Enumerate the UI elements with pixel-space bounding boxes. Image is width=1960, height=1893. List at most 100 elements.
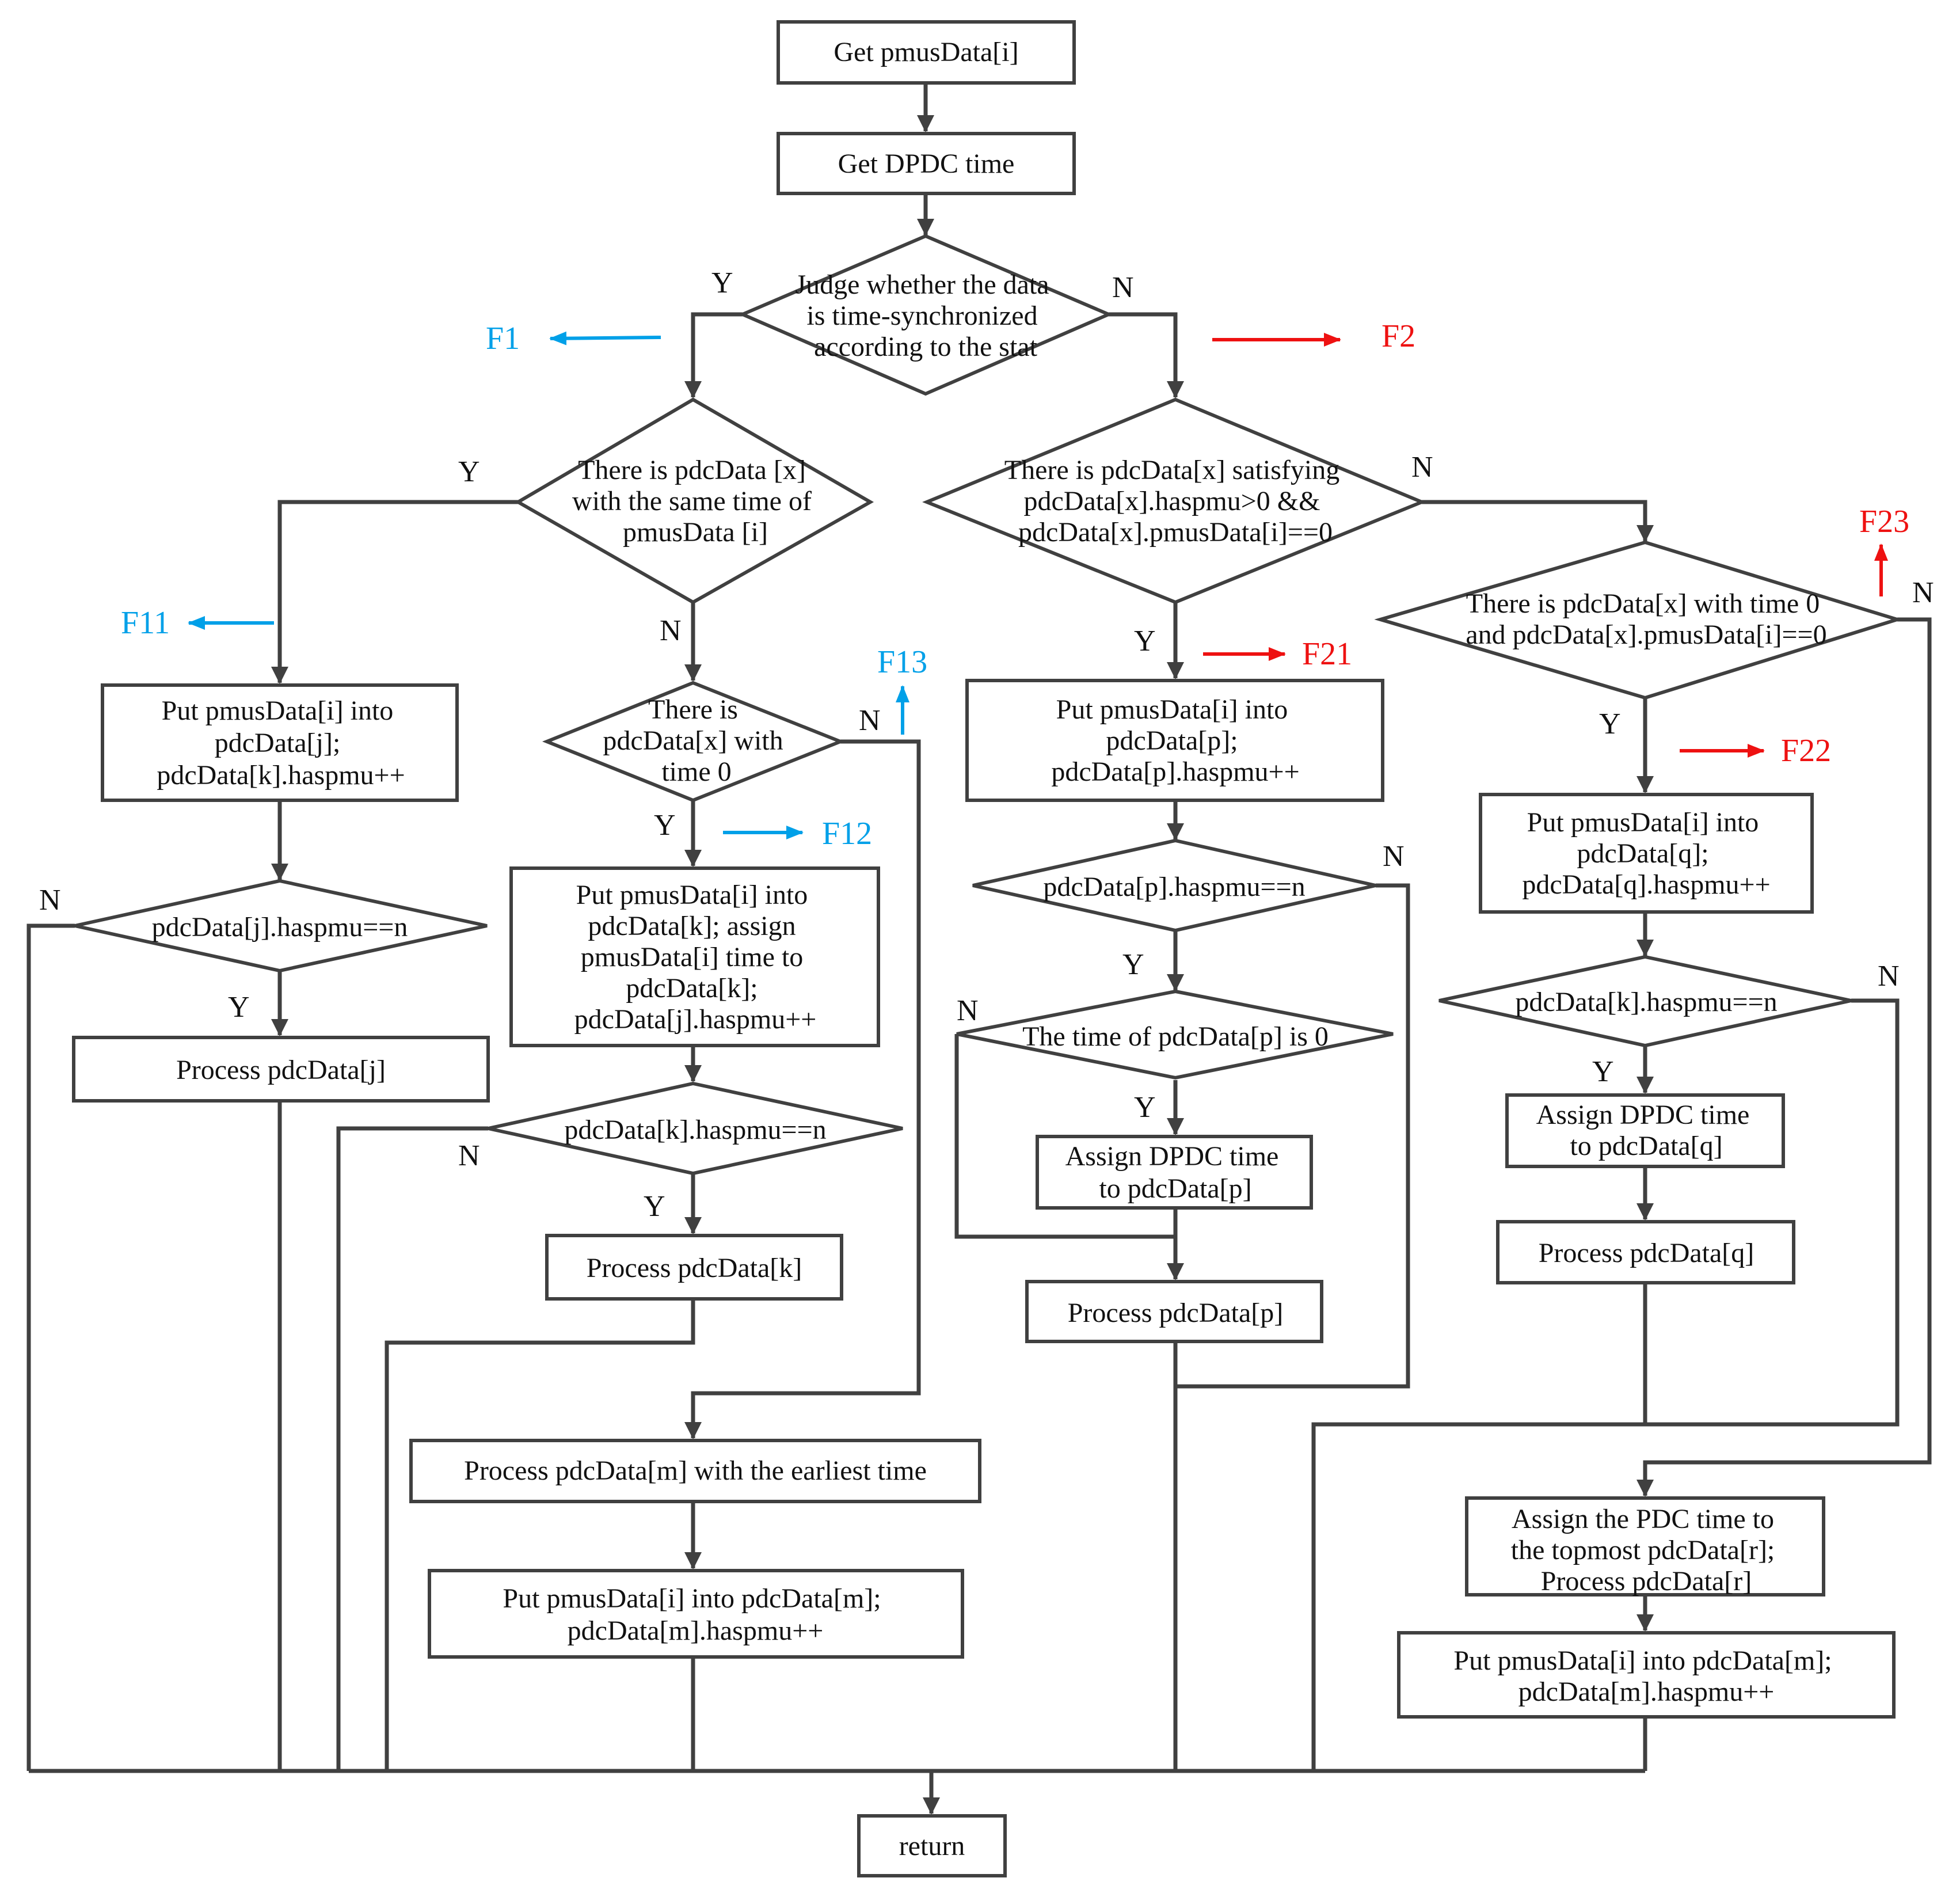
get-dpdc-text: Get DPDC time bbox=[838, 149, 1015, 179]
connector bbox=[684, 739, 921, 1439]
put-m-right-text: Put pmusData[i] into pdcData[m]; pdcData… bbox=[1453, 1645, 1839, 1707]
f11-label: F11 bbox=[121, 605, 170, 641]
check-k-yes-label: Y bbox=[644, 1190, 665, 1223]
check-p-text: pdcData[p].haspmu==n bbox=[1043, 872, 1305, 902]
connectors bbox=[26, 83, 1932, 1815]
put-p-box bbox=[965, 679, 1384, 802]
assign-q-text: Assign DPDC time to pdcData[q] bbox=[1536, 1100, 1757, 1161]
connector bbox=[1422, 500, 1654, 542]
time0-left-no-label: N bbox=[859, 704, 881, 737]
connector bbox=[336, 1126, 488, 1771]
put-q-box bbox=[1479, 793, 1814, 914]
satisfy-no-label: N bbox=[1411, 451, 1433, 484]
connector bbox=[26, 923, 75, 1771]
connector bbox=[1636, 617, 1932, 1497]
connector bbox=[954, 1034, 1175, 1239]
node-texts: Get pmusData[i] Get DPDC time Judge whet… bbox=[152, 37, 1839, 1861]
check-k-no-label: N bbox=[458, 1139, 480, 1172]
f13-label: F13 bbox=[877, 644, 927, 680]
assign-p-text: Assign DPDC time to pdcData[p] bbox=[1065, 1141, 1286, 1204]
process-q-box bbox=[1496, 1220, 1795, 1284]
time-p0-text: The time of pdcData[p] is 0 bbox=[1022, 1021, 1329, 1052]
put-k-text: Put pmusData[i] into pdcData[k]; assign … bbox=[574, 880, 817, 1035]
connector bbox=[1109, 312, 1184, 398]
process-j-text: Process pdcData[j] bbox=[176, 1055, 386, 1085]
f12-label: F12 bbox=[822, 816, 872, 852]
time0-right-yes-label: Y bbox=[1599, 708, 1621, 740]
same-time-diamond bbox=[515, 397, 874, 605]
check-p-diamond bbox=[972, 838, 1376, 933]
check-j-diamond bbox=[74, 879, 488, 973]
return-text: return bbox=[899, 1831, 965, 1861]
check-j-yes-label: Y bbox=[228, 991, 250, 1024]
time0-right-diamond bbox=[1374, 540, 1904, 700]
process-p-text: Process pdcData[p] bbox=[1068, 1298, 1284, 1328]
put-j-text: Put pmusData[i] into pdcData[j]; pdcData… bbox=[157, 695, 405, 790]
time0-right-no-label: N bbox=[1912, 576, 1934, 609]
judge-no-label: N bbox=[1112, 271, 1134, 304]
time-p0-yes-label: Y bbox=[1134, 1091, 1156, 1124]
f22-label: F22 bbox=[1781, 733, 1831, 769]
time-p0-diamond bbox=[956, 989, 1394, 1080]
connector bbox=[385, 1299, 695, 1771]
shapes bbox=[72, 20, 1904, 1877]
connector bbox=[684, 312, 743, 398]
check-p-no-label: N bbox=[1383, 840, 1405, 873]
flag-arrows bbox=[188, 331, 1888, 839]
judge-sync-diamond bbox=[738, 234, 1113, 396]
put-m-right-box bbox=[1397, 1631, 1896, 1719]
process-m-box bbox=[409, 1439, 981, 1503]
time0-left-yes-label: Y bbox=[654, 809, 676, 842]
judge-yes-label: Y bbox=[711, 267, 733, 299]
flag-labels: F1 F2 F11 F12 F13 F21 F22 F23 bbox=[121, 318, 1909, 852]
check-k-text: pdcData[k].haspmu==n bbox=[564, 1115, 826, 1145]
get-dpdc-box bbox=[777, 132, 1076, 195]
branch-labels: Y N Y N N Y N Y N Y N Y N Y N Y N Y N Y bbox=[39, 267, 1934, 1223]
assign-r-box bbox=[1465, 1496, 1825, 1596]
check-j-text: pdcData[j].haspmu==n bbox=[152, 912, 408, 942]
connector bbox=[1311, 998, 1900, 1771]
check-k-right-diamond bbox=[1438, 955, 1852, 1048]
check-k-right-no-label: N bbox=[1878, 960, 1900, 993]
satisfy-diamond bbox=[922, 397, 1426, 605]
get-pmus-text: Get pmusData[i] bbox=[834, 37, 1018, 67]
process-q-text: Process pdcData[q] bbox=[1539, 1238, 1755, 1268]
time0-left-text: There is pdcData[x] with time 0 bbox=[603, 694, 790, 787]
process-k-text: Process pdcData[k] bbox=[587, 1253, 802, 1283]
put-m-left-box bbox=[428, 1569, 964, 1659]
f1-arrow bbox=[549, 331, 661, 345]
process-m-text: Process pdcData[m] with the earliest tim… bbox=[464, 1455, 927, 1486]
check-p-yes-label: Y bbox=[1122, 948, 1144, 981]
put-m-left-text: Put pmusData[i] into pdcData[m]; pdcData… bbox=[503, 1583, 888, 1646]
f2-label: F2 bbox=[1381, 318, 1415, 354]
return-box bbox=[857, 1814, 1007, 1877]
get-pmus-box bbox=[777, 20, 1076, 85]
satisfy-yes-label: Y bbox=[1134, 625, 1156, 657]
same-time-no-label: N bbox=[660, 614, 682, 647]
process-j-box bbox=[72, 1036, 490, 1103]
same-time-text: There is pdcData [x] with the same time … bbox=[572, 455, 819, 548]
put-p-text: Put pmusData[i] into pdcData[p]; pdcData… bbox=[1051, 694, 1299, 787]
judge-sync-text: Judge whether the data is time-synchroni… bbox=[795, 269, 1056, 362]
f23-label: F23 bbox=[1859, 504, 1909, 539]
put-j-box bbox=[101, 683, 459, 802]
process-p-box bbox=[1025, 1280, 1323, 1343]
time-p0-no-label: N bbox=[957, 994, 979, 1027]
connector bbox=[271, 500, 518, 684]
assign-p-box bbox=[1036, 1135, 1313, 1210]
check-k-right-text: pdcData[k].haspmu==n bbox=[1515, 987, 1777, 1017]
f1-label: F1 bbox=[486, 321, 520, 356]
satisfy-text: There is pdcData[x] satisfying pdcData[x… bbox=[1004, 455, 1346, 548]
f21-label: F21 bbox=[1302, 636, 1352, 672]
connector bbox=[1175, 883, 1410, 1389]
same-time-yes-label: Y bbox=[458, 455, 480, 488]
put-q-text: Put pmusData[i] into pdcData[q]; pdcData… bbox=[1522, 807, 1770, 900]
assign-r-text: Assign the PDC time to the topmost pdcDa… bbox=[1511, 1504, 1782, 1596]
check-k-right-yes-label: Y bbox=[1592, 1055, 1614, 1088]
check-k-diamond bbox=[488, 1081, 903, 1176]
time0-left-diamond bbox=[542, 681, 846, 803]
assign-q-box bbox=[1505, 1093, 1785, 1168]
check-j-no-label: N bbox=[39, 884, 61, 917]
time0-right-text: There is pdcData[x] with time 0 and pdcD… bbox=[1466, 588, 1826, 650]
